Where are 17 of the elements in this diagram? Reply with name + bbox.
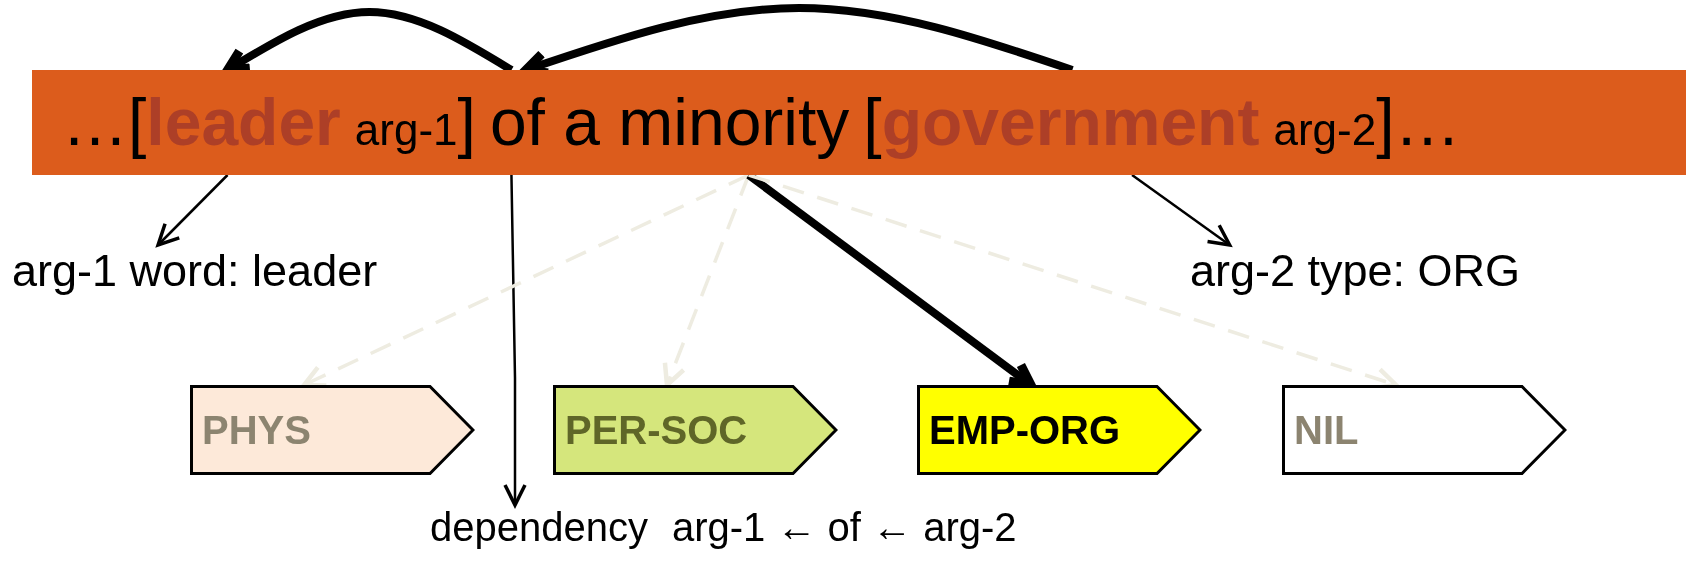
relation-label: NIL — [1294, 407, 1359, 454]
relation-tag — [917, 385, 1202, 475]
relation-tag — [190, 385, 475, 475]
relation-label: PER-SOC — [565, 407, 748, 454]
sentence-band — [32, 70, 1686, 175]
feature-label: arg-1 ← of ← arg-2 — [671, 505, 1017, 550]
arrow — [503, 174, 527, 507]
relation-tag — [1282, 385, 1567, 475]
arrow — [156, 174, 229, 247]
arrow — [1131, 174, 1232, 247]
relation-label: EMP-ORG — [929, 407, 1121, 454]
feature-label: arg-1 word: leader — [12, 245, 378, 297]
relation-label: PHYS — [202, 407, 311, 454]
relation-tag — [553, 385, 838, 475]
sentence-fragment: of a minority — [489, 70, 850, 175]
feature-label: dependency — [430, 505, 648, 550]
feature-label: arg-2 type: ORG — [1190, 245, 1521, 297]
